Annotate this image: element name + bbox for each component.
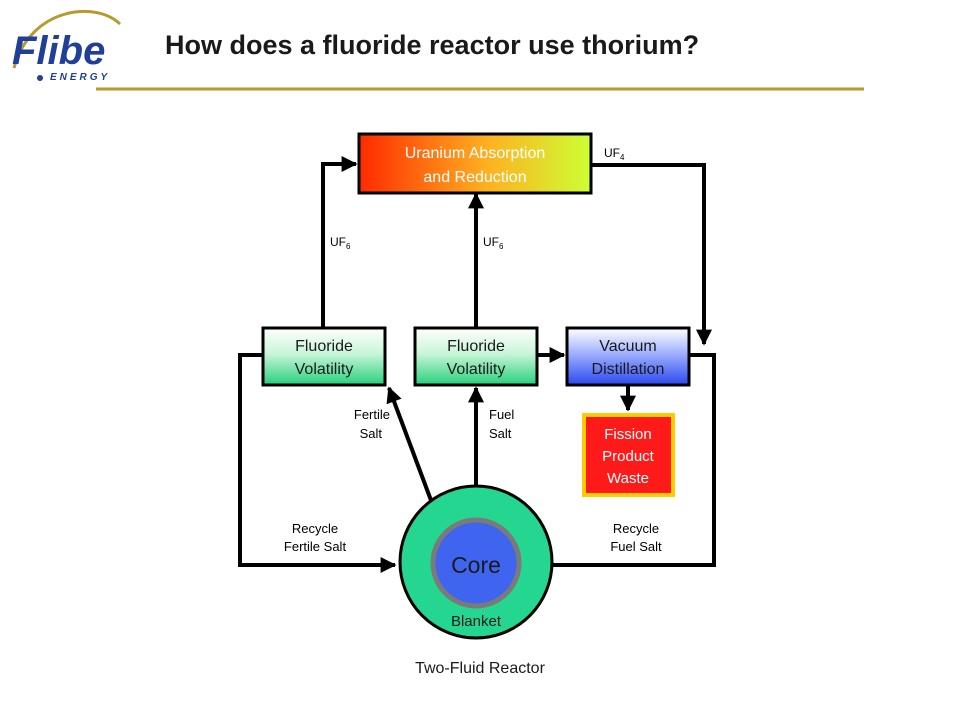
uf6-mid-label: UF6: [483, 235, 504, 251]
waste-line3: Waste: [607, 470, 649, 487]
waste-line2: Product: [602, 448, 655, 465]
logo-swoosh-icon: [12, 10, 122, 69]
diagram-caption: Two-Fluid Reactor: [415, 660, 545, 677]
fission-product-waste: Fission Product Waste: [582, 413, 675, 497]
fertile-salt-line1: Fertile: [354, 407, 390, 422]
uranium-box-line1: Uranium Absorption: [405, 145, 546, 162]
fluoride-volatility-left: Fluoride Volatility: [261, 326, 387, 387]
fv-mid-line1: Fluoride: [447, 338, 505, 355]
page-title: How does a fluoride reactor use thorium?: [165, 30, 699, 60]
logo-dot-icon: [37, 75, 43, 81]
waste-line1: Fission: [604, 426, 652, 443]
fv-mid-line2: Volatility: [447, 361, 506, 378]
arrow-uf4: [592, 163, 712, 346]
recycle-fuel-line2: Fuel Salt: [610, 539, 662, 554]
recycle-fertile-line2: Fertile Salt: [284, 539, 347, 554]
fuel-salt-line1: Fuel: [489, 407, 514, 422]
uranium-absorption-box: Uranium Absorption and Reduction: [357, 132, 593, 195]
flibe-energy-logo: Flibe ENERGY: [12, 10, 122, 83]
fluoride-volatility-mid: Fluoride Volatility: [413, 326, 539, 387]
vacuum-distillation: Vacuum Distillation: [565, 326, 691, 387]
logo-sub: ENERGY: [50, 72, 110, 83]
fv-left-line2: Volatility: [295, 361, 354, 378]
arrow-recycle-fertile: [238, 353, 397, 573]
fertile-salt-line2: Salt: [360, 426, 383, 441]
fuel-salt-line2: Salt: [489, 426, 512, 441]
core-label: Core: [451, 552, 501, 578]
arrow-uf6-left: [321, 156, 358, 328]
recycle-fuel-line1: Recycle: [613, 521, 659, 536]
connectors: [238, 156, 716, 573]
blanket-label: Blanket: [451, 613, 502, 630]
arrow-fertile-salt: [386, 386, 434, 504]
logo-brand: Flibe: [12, 29, 105, 73]
vacuum-line1: Vacuum: [599, 338, 657, 355]
arrow-recycle-fuel: [522, 353, 716, 573]
uranium-box-line2: and Reduction: [423, 169, 526, 186]
uf4-label: UF4: [604, 146, 625, 162]
reactor: Core Blanket: [398, 484, 554, 640]
uf6-left-label: UF6: [330, 235, 351, 251]
fv-left-line1: Fluoride: [295, 338, 353, 355]
vacuum-line2: Distillation: [592, 361, 665, 378]
core-region: [430, 517, 522, 609]
recycle-fertile-line1: Recycle: [292, 521, 338, 536]
